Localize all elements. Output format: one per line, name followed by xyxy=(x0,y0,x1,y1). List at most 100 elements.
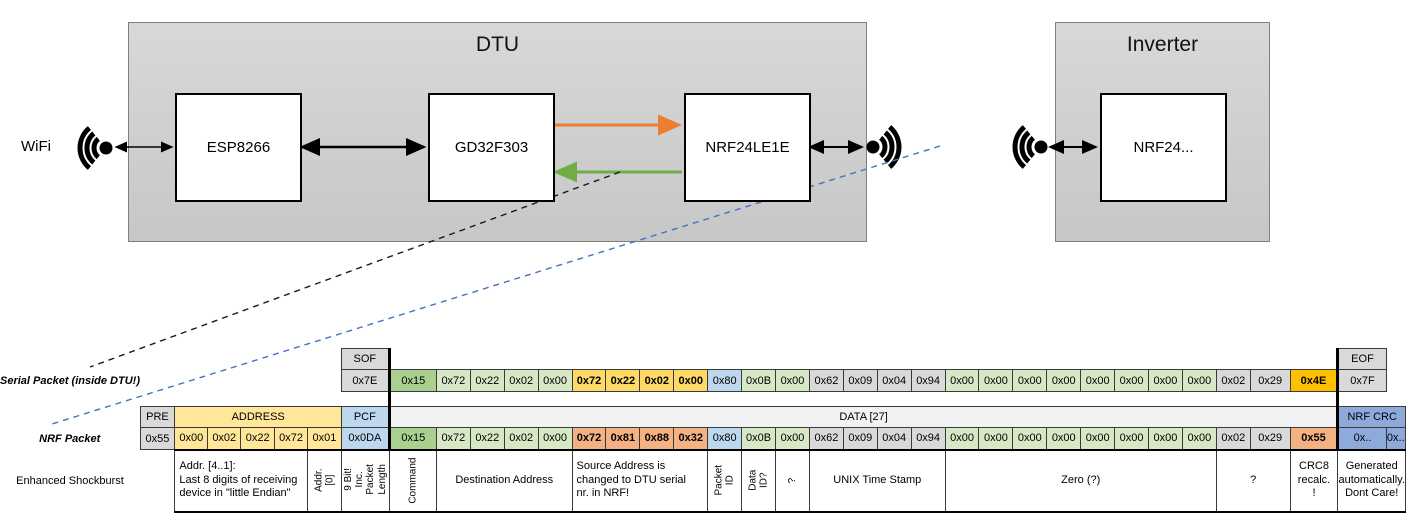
serial-byte-cell: 0x00 xyxy=(673,369,709,392)
field-annotation: Data ID? xyxy=(741,448,777,513)
nrf-byte-cell: 0x62 xyxy=(808,427,844,450)
nrf-byte-cell: 0x09 xyxy=(842,427,878,450)
sof-header: SOF xyxy=(340,348,390,370)
nrf-byte-cell: 0x00 xyxy=(775,427,810,450)
serial-byte-cell: 0x00 xyxy=(978,369,1014,392)
chip-inverter-nrf24: NRF24... xyxy=(1100,93,1227,202)
nrf-byte-cell: 0x.. xyxy=(1385,427,1406,450)
serial-packet-label: Serial Packet (inside DTU!) xyxy=(0,374,140,387)
serial-byte-cell: 0x00 xyxy=(1012,369,1048,392)
inverter-group-box: Inverter xyxy=(1055,22,1270,242)
nrf-byte-cell: 0x94 xyxy=(910,427,946,450)
field-annotation: Command xyxy=(388,448,437,513)
nrf-byte-cell: 0x00 xyxy=(537,427,573,450)
pre-header: PRE xyxy=(139,406,176,428)
field-annotation: Addr.[0] xyxy=(307,448,342,513)
serial-byte-cell: 0x29 xyxy=(1249,369,1291,392)
chip-esp8266: ESP8266 xyxy=(175,93,302,202)
serial-byte-cell: 0x72 xyxy=(435,369,471,392)
nrf-byte-cell: 0x88 xyxy=(639,427,675,450)
nrf-byte-cell: 0x55 xyxy=(139,427,176,450)
packet-structure-table: SOF EOF Serial Packet (inside DTU!) 0x7E… xyxy=(0,348,1406,513)
spacer-row xyxy=(0,391,1406,407)
dtu-title: DTU xyxy=(475,33,520,56)
nrf-byte-cell: 0x04 xyxy=(876,427,912,450)
nrf-byte-cell: 0x15 xyxy=(387,427,437,450)
nrf-byte-cell: 0x0DA xyxy=(340,427,390,450)
address-header: ADDRESS xyxy=(174,406,342,428)
serial-byte-cell: 0x94 xyxy=(910,369,946,392)
serial-byte-cell: 0x00 xyxy=(537,369,573,392)
eof-header: EOF xyxy=(1336,348,1387,370)
nrf-byte-cell: 0x72 xyxy=(274,427,309,450)
nrf-byte-cell: 0x00 xyxy=(944,427,980,450)
serial-byte-cell: 0x0B xyxy=(741,369,777,392)
serial-byte-cell: 0x62 xyxy=(808,369,844,392)
serial-byte-cell: 0x22 xyxy=(605,369,641,392)
wifi-signal-icon-dtu-right xyxy=(866,125,902,169)
field-annotation-vertical-text: Command xyxy=(407,457,419,504)
nrf-byte-cell: 0x00 xyxy=(174,427,209,450)
serial-byte-cell: 0x00 xyxy=(1114,369,1150,392)
serial-byte-cell: 0x02 xyxy=(503,369,539,392)
chip-nrf24le1e: NRF24LE1E xyxy=(684,93,811,202)
field-annotation: Source Address is changed to DTU serial … xyxy=(571,448,709,513)
field-annotation: Zero (?) xyxy=(944,448,1217,513)
serial-byte-cell: 0x00 xyxy=(1181,369,1217,392)
field-annotation-vertical-text: ? xyxy=(786,477,798,483)
nrf-byte-cell: 0x02 xyxy=(207,427,242,450)
annotation-row: Enhanced Shockburst Addr. [4..1]: Last 8… xyxy=(0,448,1406,513)
nrf-byte-cell: 0x00 xyxy=(978,427,1014,450)
nrf-byte-cell: 0x55 xyxy=(1289,427,1339,450)
pcf-header: PCF xyxy=(340,406,390,428)
wifi-label: WiFi xyxy=(21,138,51,155)
wifi-signal-icon-left xyxy=(77,126,113,170)
field-annotation: Destination Address xyxy=(435,448,573,513)
eof-value-cell: 0x7F xyxy=(1336,369,1387,392)
nrf-byte-cell: 0x00 xyxy=(1012,427,1048,450)
serial-byte-cell: 0x00 xyxy=(1148,369,1183,392)
wifi-signal-icon-inverter xyxy=(1012,125,1048,169)
field-annotation: 9 Bit! Inc. Packet Length xyxy=(340,448,390,513)
serial-byte-cell: 0x22 xyxy=(469,369,505,392)
serial-byte-cell: 0x00 xyxy=(775,369,810,392)
serial-byte-cell: 0x00 xyxy=(944,369,980,392)
nrf-byte-cell: 0x22 xyxy=(469,427,505,450)
field-annotation: ? xyxy=(775,448,810,513)
field-annotation: CRC8 recalc. ! xyxy=(1289,448,1339,513)
serial-byte-cell: 0x00 xyxy=(1046,369,1082,392)
nrf-crc-header: NRF CRC xyxy=(1336,406,1406,428)
serial-byte-cell: 0x00 xyxy=(1080,369,1116,392)
sof-value-cell: 0x7E xyxy=(340,369,390,392)
serial-header-row: SOF EOF xyxy=(0,348,1406,370)
serial-byte-cell: 0x72 xyxy=(571,369,607,392)
nrf-byte-cell: 0x29 xyxy=(1249,427,1291,450)
serial-byte-cell: 0x04 xyxy=(876,369,912,392)
nrf-byte-cell: 0x00 xyxy=(1181,427,1217,450)
field-annotation-vertical-text: Addr.[0] xyxy=(313,468,336,492)
field-annotation-vertical-text: Packet ID xyxy=(713,464,736,496)
field-annotation-vertical-text: 9 Bit! Inc. Packet Length xyxy=(342,464,388,496)
nrf-byte-cell: 0x00 xyxy=(1046,427,1082,450)
nrf-byte-cell: 0x00 xyxy=(1080,427,1116,450)
serial-byte-cell: 0x02 xyxy=(639,369,675,392)
serial-byte-cell: 0x09 xyxy=(842,369,878,392)
nrf-byte-cell: 0x81 xyxy=(605,427,641,450)
nrf-byte-cell: 0x02 xyxy=(1215,427,1251,450)
nrf-byte-cell: 0x0B xyxy=(741,427,777,450)
serial-byte-cell: 0x15 xyxy=(387,369,437,392)
chip-gd32f303: GD32F303 xyxy=(428,93,555,202)
inverter-title: Inverter xyxy=(1126,33,1199,56)
field-annotation: Addr. [4..1]: Last 8 digits of receiving… xyxy=(174,448,309,513)
field-annotation: UNIX Time Stamp xyxy=(808,448,946,513)
serial-byte-cell: 0x80 xyxy=(707,369,743,392)
nrf-byte-cell: 0x72 xyxy=(435,427,471,450)
serial-byte-cell: 0x4E xyxy=(1289,369,1339,392)
nrf-byte-cell: 0x32 xyxy=(673,427,709,450)
nrf-byte-cell: 0x00 xyxy=(1114,427,1150,450)
nrf-byte-cell: 0x22 xyxy=(240,427,276,450)
data-header: DATA [27] xyxy=(387,406,1339,428)
